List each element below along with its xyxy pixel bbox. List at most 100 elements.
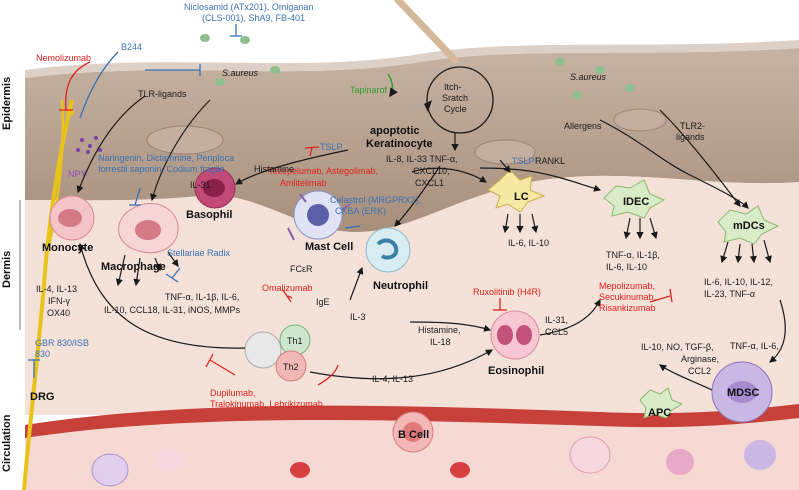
drug-niclosamid: Niclosamid (ATx201), Omiganan [184,2,313,12]
cell-label-th2: Th2 [283,362,299,372]
label-lc-cytokines: IL-6, IL-10 [508,238,549,248]
cell-label-keratinocyte: Keratinocyte [366,138,433,150]
drug-stellariae: Stellariae Radix [167,248,231,258]
layer-label-epidermis: Epidermis [1,77,13,130]
label-allergens: Allergens [564,121,602,131]
cell-label-mdsc: MDSC [727,387,759,399]
idec-cell [603,179,666,219]
neutrophil-cell [365,227,411,273]
drug-cls001: (CLS-001), ShA9, FB-401 [202,13,305,23]
drug-omalizumab: Omalizumab [262,283,313,293]
t-cells [244,324,311,382]
basophil-cell [194,167,236,209]
macrophage-cell [118,202,179,254]
label-mdsc-cytokines-1: IL-10, NO, TGF-β, [641,342,714,352]
mdsc-cell [711,361,773,423]
monocyte-cell [49,195,95,241]
cell-label-apc: APC [648,407,671,419]
dermis-layer [25,175,799,415]
mast-cell [287,190,351,241]
vessel-lumen [25,418,799,490]
label-itch: Itch- [444,82,462,92]
cell-label-mdcs: mDCs [733,220,765,232]
drug-tapinarof: Tapinarof [350,85,388,95]
cell-label-basophil: Basophil [186,209,232,221]
label-tlr-ligands: TLR-ligands [138,89,187,99]
label-scratch: Sratch [442,93,468,103]
label-il3: IL-3 [350,312,366,322]
drug-mepolizumab: Mepolizumab, [599,281,655,291]
apc-cell [639,387,684,419]
drug-dupilumab: Dupilumab, [210,388,256,398]
drug-ruxolitinib: Ruxolitinib (H4R) [473,287,541,297]
cell-label-lc: LC [514,191,529,203]
label-eos-il31: IL-31, [545,315,568,325]
label-fcer: FCεR [290,264,313,274]
drug-naringenin: Naringenin, Dictamnine, Periploca [98,153,234,163]
label-histamine-eos: Histamine, [418,325,461,335]
drug-ckba: CKBA (ERK) [335,206,386,216]
cell-label-idec: IDEC [623,196,649,208]
label-tlr2-ligands: ligands [676,132,705,142]
label-kc-cytokines-3: CXCL1 [415,178,444,188]
drug-tezepelumab: Tezepelumab, Astegolimab, [268,166,378,176]
b-cell [392,411,434,453]
label-il4-il13: IL-4, IL-13 [372,374,413,384]
npy-granules [76,136,102,154]
drug-isb830: 830 [35,349,50,359]
layer-label-circulation: Circulation [1,414,13,472]
label-kc-cytokines-1: IL-8, IL-33 TNF-α, [386,154,458,164]
label-il18: IL-18 [430,337,451,347]
drug-tralokinumab: Tralokinumab, Lebrikizumab [210,399,323,409]
label-monocyte-cytokines-1: IL-4, IL-13 [36,284,77,294]
label-saureus-top: S.aureus [222,68,259,78]
layer-label-dermis: Dermis [1,251,13,288]
label-ige: IgE [316,297,330,307]
cell-label-eosinophil: Eosinophil [488,365,544,377]
label-kc-cytokines-2: CXCL10, [413,166,450,176]
label-histamine-top: Histamine [254,164,294,174]
label-mdcs-cytokines-1: IL-6, IL-10, IL-12, [704,277,773,287]
label-monocyte-cytokines-3: OX40 [47,308,70,318]
drug-codium: forrestii saponin, Codium fragile [98,164,225,174]
cell-label-mast-cell: Mast Cell [305,241,353,253]
drug-amlitelimab: Amlitelimab [280,178,327,188]
label-mdsc-input: TNF-α, IL-6, [730,341,779,351]
blood-cells [91,436,776,487]
label-cycle: Cycle [444,104,467,114]
label-idec-cytokines-1: TNF-α, IL-1β, [606,250,660,260]
label-mdsc-cytokines-2: Arginase, [681,354,719,364]
label-il31-basophil: IL-31 [190,180,211,190]
layer-label-drg: DRG [30,391,54,403]
drug-celastrol: Celastrol (MRGPRX2), [330,195,421,205]
label-npy: NPY [68,169,87,179]
cell-label-th1: Th1 [287,336,303,346]
itch-scratch-cycle-loop [426,66,494,134]
label-rankl: RANKL [535,156,565,166]
cell-label-macrophage: Macrophage [101,261,166,273]
label-mdcs-cytokines-2: IL-23, TNF-α [704,289,755,299]
drug-risankizumab: Risankizumab [599,303,656,313]
drug-nemolizumab: Nemolizumab [36,53,91,63]
drug-b244: B244 [121,42,142,52]
drug-secukinumab: Secukinumab, [599,292,656,302]
label-saureus-right: S.aureus [570,72,607,82]
label-monocyte-cytokines-2: IFN-γ [48,296,70,306]
label-macrophage-cytokines-2: IL-10, CCL18, IL-31, iNOS, MMPs [104,305,241,315]
cell-label-neutrophil: Neutrophil [373,280,428,292]
eosinophil-cell [490,310,540,360]
label-tslp-right: TSLP [512,156,535,166]
label-macrophage-cytokines-1: TNF-α, IL-1β, IL-6, [165,292,239,302]
cell-label-apoptotic: apoptotic [370,125,420,137]
stratum-corneum [25,40,799,78]
label-mdsc-cytokines-3: CCL2 [688,366,711,376]
cell-label-b-cell: B Cell [398,429,429,441]
mdcs-cell [717,205,780,245]
label-tlr2: TLR2- [680,121,705,131]
drug-gbr830: GBR 830/ISB [35,338,89,348]
label-tslp-left: TSLP [320,142,343,152]
label-eos-ccl5: CCL5 [545,327,568,337]
saureus-bacteria [200,34,635,99]
